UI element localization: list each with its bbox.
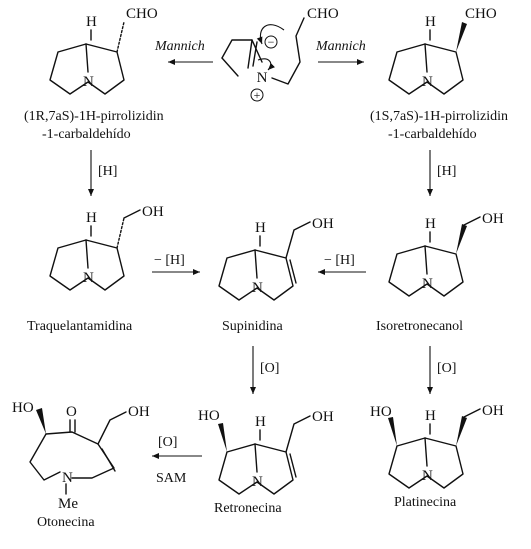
hydrogen-label: H xyxy=(86,210,97,226)
aldehyde-s-name-line2: -1-carbaldehído xyxy=(388,127,477,142)
methyl-label: Me xyxy=(58,496,78,512)
wedge-bond-left xyxy=(388,417,397,446)
trachelanthamidine-structure: H N OH xyxy=(49,204,164,291)
wedge-bond xyxy=(218,423,227,452)
reduce-left-label: [H] xyxy=(98,164,117,179)
sam-label: SAM xyxy=(156,471,187,486)
curved-electron-arrow-2 xyxy=(257,58,276,71)
hydrogen-label: H xyxy=(425,216,436,232)
retronecine-structure: H N OH HO xyxy=(198,408,334,495)
aldehyde-r-structure: H N CHO xyxy=(49,6,158,95)
carbonyl-oxygen-label: O xyxy=(66,404,77,420)
hydrogen-label: H xyxy=(255,414,266,430)
mannich-right-step: Mannich xyxy=(315,39,366,65)
hydroxyl-label-left: HO xyxy=(198,408,220,424)
aldehyde-label: CHO xyxy=(465,6,497,22)
hydroxyl-label-left: HO xyxy=(12,400,34,416)
wedge-bond xyxy=(36,408,46,434)
aldehyde-s-name-line1: (1S,7aS)-1H-pirrolizidin xyxy=(370,109,508,124)
hydrogen-label: H xyxy=(255,220,266,236)
nitrogen-label: N xyxy=(83,74,94,90)
otonecine-name: Otonecina xyxy=(37,515,95,530)
minus-sign: − xyxy=(268,35,275,49)
aldehyde-r-name-line1: (1R,7aS)-1H-pirrolizidin xyxy=(24,109,164,124)
oxidize-retronecine-label: [O] xyxy=(158,435,177,450)
reduce-right-label: [H] xyxy=(437,164,456,179)
wedge-bond xyxy=(456,22,467,52)
nitrogen-label: N xyxy=(62,470,73,486)
mannich-left-label: Mannich xyxy=(154,39,205,54)
negative-charge-circle xyxy=(264,35,278,49)
curved-electron-arrow xyxy=(256,24,285,45)
nitrogen-label: N xyxy=(252,280,263,296)
aldehyde-label: CHO xyxy=(126,6,158,22)
retronecine-name: Retronecina xyxy=(214,501,282,516)
nitrogen-label: N xyxy=(422,468,433,484)
mannich-left-step: Mannich xyxy=(154,39,213,65)
wedge-bond xyxy=(456,224,467,254)
plus-sign: + xyxy=(254,88,261,102)
otonecine-structure: O N Me OH HO xyxy=(12,400,150,512)
oxidize-isoretronecanol-label: [O] xyxy=(437,361,456,376)
supinidine-structure: H N OH xyxy=(218,216,334,301)
hydroxyl-label: OH xyxy=(482,211,504,227)
minus-h-left-label: − [H] xyxy=(154,253,185,268)
nitrogen-label: N xyxy=(252,474,263,490)
positive-charge-circle xyxy=(250,88,264,102)
nitrogen-atom-label: N xyxy=(257,70,268,86)
isoretronecanol-name: Isoretronecanol xyxy=(376,319,463,334)
iminium-ion-structure: − + N CHO xyxy=(221,6,339,102)
supinidine-name: Supinidina xyxy=(222,319,283,334)
isoretronecanol-structure: H N OH xyxy=(388,211,504,297)
minus-h-right-label: − [H] xyxy=(324,253,355,268)
wedge-bond xyxy=(456,416,467,446)
platynecine-name: Platinecina xyxy=(394,495,457,510)
hydrogen-label: H xyxy=(425,408,436,424)
aldehyde-s-structure: H N CHO xyxy=(388,6,497,95)
oxidize-supinidine-label: [O] xyxy=(260,361,279,376)
hydroxyl-label: OH xyxy=(312,216,334,232)
hydroxyl-label: OH xyxy=(482,403,504,419)
nitrogen-label: N xyxy=(422,276,433,292)
aldehyde-group-label: CHO xyxy=(307,6,339,22)
hydroxyl-label: OH xyxy=(312,409,334,425)
hydrogen-label: H xyxy=(86,14,97,30)
aldehyde-r-name-line2: -1-carbaldehído xyxy=(42,127,131,142)
nitrogen-label: N xyxy=(83,270,94,286)
hydroxyl-label: OH xyxy=(142,204,164,220)
mannich-right-label: Mannich xyxy=(315,39,366,54)
hydroxyl-label-left: HO xyxy=(370,404,392,420)
hydrogen-label: H xyxy=(425,14,436,30)
nitrogen-label: N xyxy=(422,74,433,90)
trachelanthamidine-name: Traquelantamidina xyxy=(27,319,133,334)
platynecine-structure: H N OH HO xyxy=(370,403,504,489)
hydroxyl-label: OH xyxy=(128,404,150,420)
